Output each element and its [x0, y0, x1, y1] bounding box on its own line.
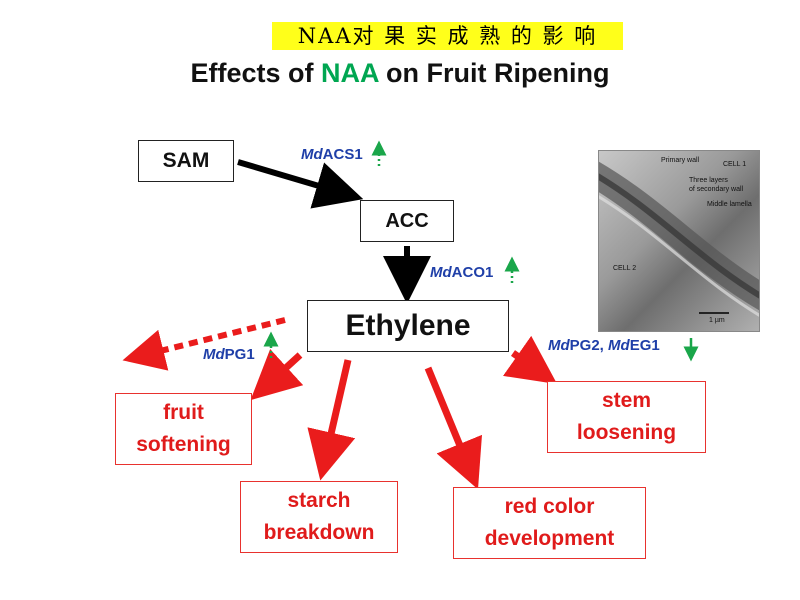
gene-label-acs1: MdACS1 [301, 146, 363, 163]
node-sam-label: SAM [162, 149, 210, 172]
micrograph-label-cell1: CELL 1 [723, 161, 747, 168]
effect-red-color-line1: red color [504, 495, 595, 518]
effect-fruit-softening: fruit softening [115, 393, 252, 465]
micrograph-label-cell2: CELL 2 [613, 265, 637, 272]
gene-eg1-name: EG1 [629, 337, 660, 354]
gene-label-aco1: MdACO1 [430, 264, 493, 281]
node-acc: ACC [360, 200, 454, 242]
effect-stem-loosening: stem loosening [547, 381, 706, 453]
gene-pg1-name: PG1 [224, 346, 255, 363]
title-suffix: on Fruit Ripening [378, 58, 610, 88]
micrograph-label-middle-lamella: Middle lamella [707, 201, 752, 208]
effect-starch-breakdown: starch breakdown [240, 481, 398, 553]
english-title: Effects of NAA on Fruit Ripening [100, 58, 700, 89]
effect-stem-loosening-line1: stem [601, 389, 651, 412]
dashed-arrow-left [122, 317, 286, 371]
gene-aco1-name: ACO1 [451, 264, 494, 281]
effect-red-color-line2: development [484, 527, 615, 550]
node-sam: SAM [138, 140, 234, 182]
gene-pg2-name: PG2, [569, 337, 609, 354]
chinese-title: NAA对 果 实 成 熟 的 影 响 [272, 22, 623, 50]
effect-fruit-softening-line2: softening [136, 433, 231, 456]
title-accent-naa: NAA [321, 58, 379, 88]
gene-pg2-prefix: Md [548, 337, 570, 354]
gene-acs1-name: ACS1 [322, 146, 363, 163]
node-acc-label: ACC [385, 209, 429, 232]
arrow-to-starch-breakdown [307, 359, 356, 481]
node-ethylene-label: Ethylene [345, 309, 471, 342]
arrow-sam-to-acc [237, 159, 364, 209]
effect-starch-breakdown-line1: starch [287, 489, 351, 512]
arrow-to-stem-loosening [503, 335, 558, 385]
node-ethylene: Ethylene [307, 300, 509, 352]
micrograph-texture [599, 161, 759, 317]
arrow-to-red-color [424, 366, 482, 490]
gene-acs1-prefix: Md [301, 146, 323, 163]
gene-aco1-prefix: Md [430, 264, 452, 281]
micrograph-label-three-layers: Three layers [689, 177, 728, 184]
effect-red-color-development: red color development [453, 487, 646, 559]
gene-pg1-prefix: Md [203, 346, 225, 363]
effect-stem-loosening-line2: loosening [576, 421, 677, 444]
micrograph-label-secondary-wall: of secondary wall [689, 186, 744, 193]
micrograph-label-scale: 1 µm [709, 317, 725, 324]
gene-eg1-prefix: Md [608, 337, 630, 354]
gene-label-pg1: MdPG1 [203, 346, 255, 363]
cell-wall-micrograph: Primary wall CELL 1 Three layers of seco… [598, 150, 760, 332]
arrow-to-fruit-softening [250, 349, 304, 401]
gene-label-pg2-eg1: MdPG2, MdEG1 [548, 337, 660, 354]
title-prefix: Effects of [190, 58, 322, 88]
effect-fruit-softening-line1: fruit [163, 401, 204, 424]
effect-starch-breakdown-line2: breakdown [263, 521, 375, 544]
micrograph-label-primary-wall: Primary wall [661, 157, 700, 164]
